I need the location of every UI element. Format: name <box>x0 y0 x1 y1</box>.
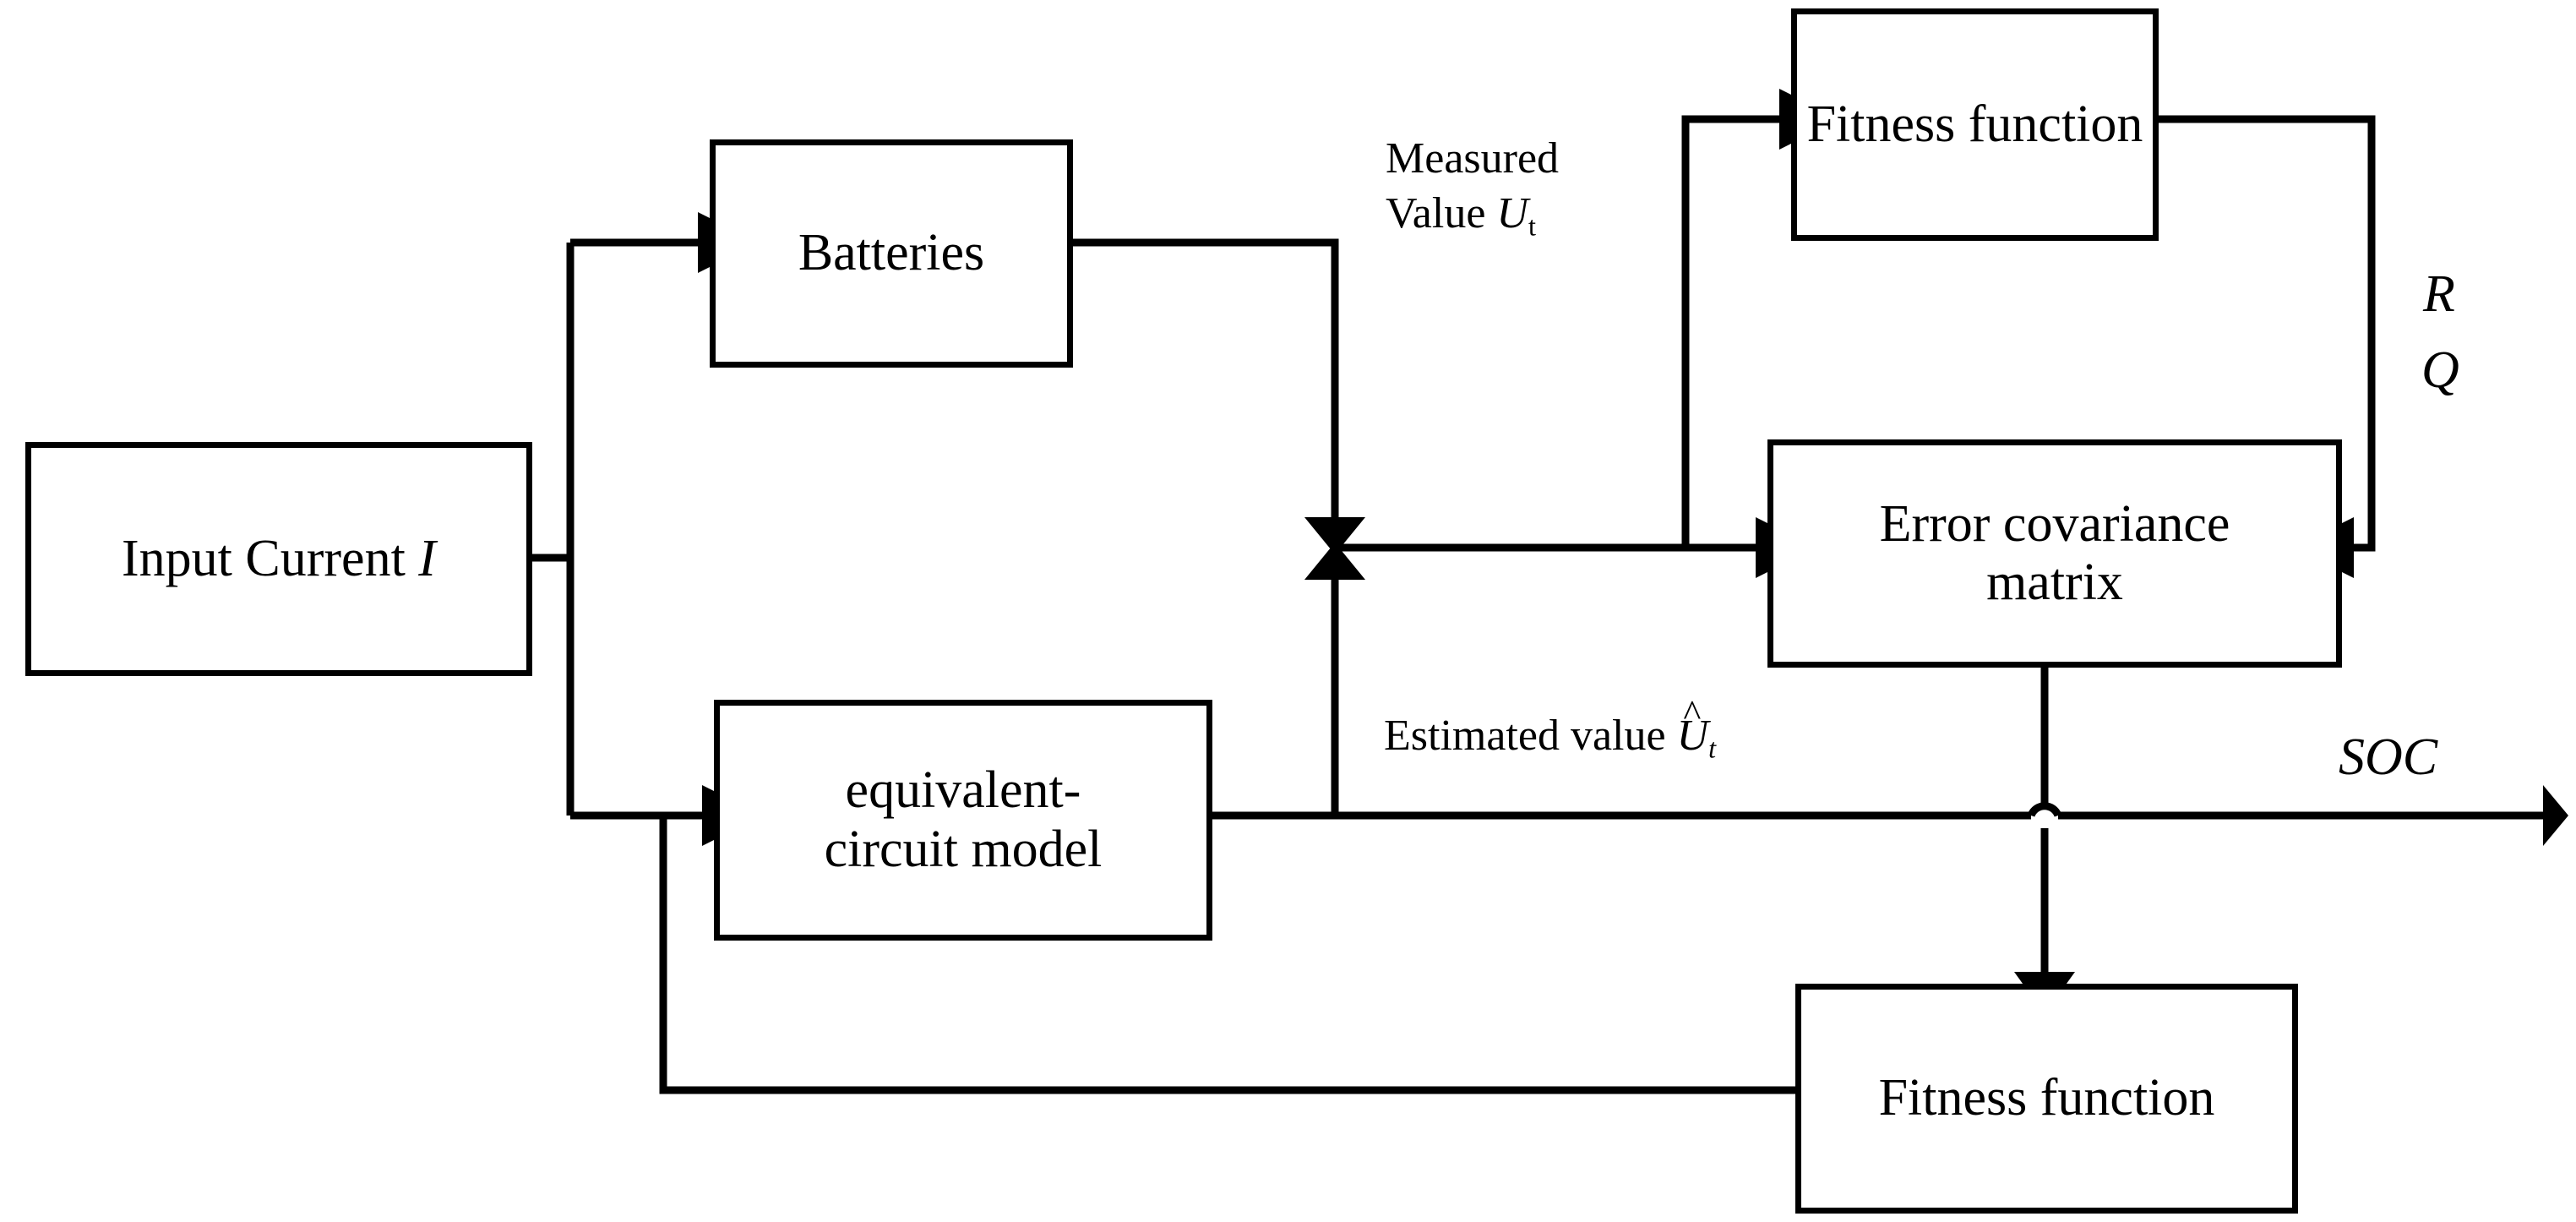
symbol-current-I: I <box>418 529 436 587</box>
subscript-t-estimated: t <box>1708 733 1717 764</box>
measured-value-line-1: Measured <box>1386 134 1560 183</box>
arrowhead-junction-up <box>1304 543 1365 580</box>
wire-rq-feedback <box>2159 115 2376 552</box>
symbol-U-hat-estimated: ^U <box>1676 692 1709 763</box>
label-noise-covariance-r: R <box>2423 265 2455 323</box>
wire-bottom-feedback <box>659 816 1795 1094</box>
symbol-U-estimated: U <box>1676 712 1709 760</box>
block-error-covariance-matrix-label: Error covariance matrix <box>1873 495 2237 613</box>
symbol-U-measured: U <box>1496 189 1528 237</box>
block-fitness-function-top-label: Fitness function <box>1806 95 2143 153</box>
block-error-covariance-matrix[interactable]: Error covariance matrix <box>1767 439 2342 668</box>
wire-ecm-out <box>1212 580 1339 820</box>
block-fitness-function-bottom[interactable]: Fitness function <box>1795 984 2298 1214</box>
ecm-line-2: circuit model <box>824 820 1103 878</box>
subscript-t-measured: t <box>1528 210 1536 242</box>
measured-value-line-2: Value Ut <box>1386 189 1536 242</box>
block-input-current[interactable]: Input Current I <box>25 442 532 676</box>
block-batteries[interactable]: Batteries <box>710 139 1073 368</box>
wire-crossover-hop <box>2027 802 2062 817</box>
label-estimated-value: Estimated value ^Ut <box>1384 692 1717 766</box>
block-equivalent-circuit-model[interactable]: equivalent- circuit model <box>714 700 1212 941</box>
wire-batteries-out <box>1073 238 1339 517</box>
ecov-line-2: matrix <box>1986 554 2123 611</box>
block-equivalent-circuit-model-label: equivalent- circuit model <box>818 761 1109 879</box>
label-output-soc: SOC <box>2339 728 2438 786</box>
hat-accent-icon: ^ <box>1683 692 1702 735</box>
arrowhead-soc-output <box>2543 785 2568 846</box>
ecm-line-1: equivalent- <box>845 761 1081 820</box>
wire-trunk-branch-up <box>1681 115 1779 548</box>
label-measured-value: Measured Value Ut <box>1386 131 1559 243</box>
block-fitness-function-top[interactable]: Fitness function <box>1791 8 2159 241</box>
block-input-current-label: Input Current I <box>122 529 436 587</box>
ecov-line-1: Error covariance <box>1879 494 2230 553</box>
label-noise-covariance-q: Q <box>2421 341 2459 399</box>
estimated-value-text: Estimated value <box>1384 712 1677 760</box>
block-fitness-function-bottom-label: Fitness function <box>1878 1069 2215 1127</box>
block-batteries-label: Batteries <box>798 224 985 282</box>
arrowhead-junction-down <box>1304 517 1365 554</box>
